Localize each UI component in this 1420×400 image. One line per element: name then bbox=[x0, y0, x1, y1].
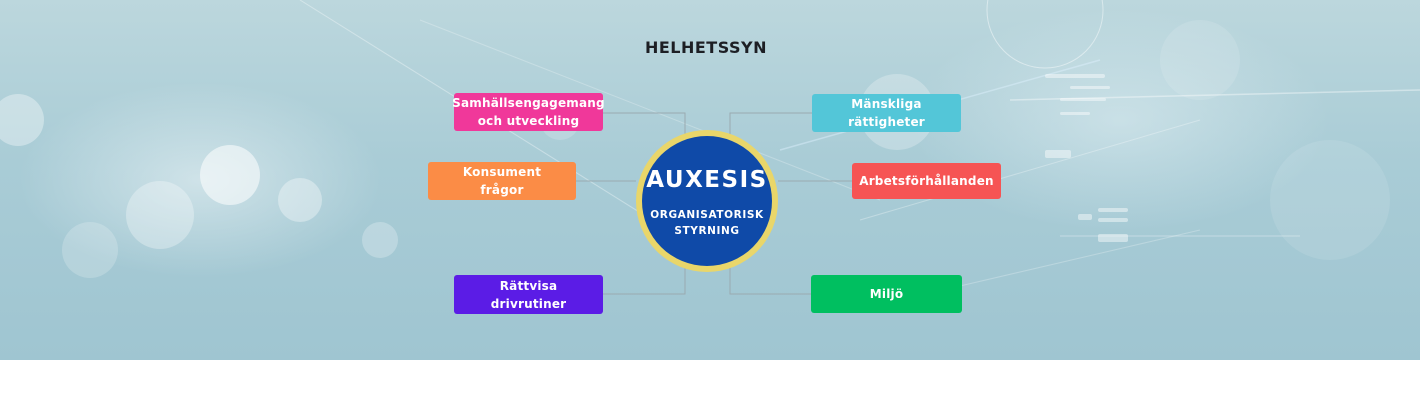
node-label: Rättvisa drivrutiner bbox=[490, 278, 567, 311]
center-circle-inner: AUXESIS ORGANISATORISK STYRNING bbox=[642, 136, 772, 266]
center-circle: AUXESIS ORGANISATORISK STYRNING bbox=[636, 130, 778, 272]
node-label: Arbetsförhållanden bbox=[859, 174, 994, 188]
node-arbetsforhallanden: Arbetsförhållanden bbox=[852, 163, 1001, 199]
diagram-title: HELHETSSYN bbox=[644, 38, 768, 57]
brand-name: AUXESIS bbox=[646, 167, 768, 193]
node-manskliga-rattigheter: Mänskliga rättigheter bbox=[812, 94, 961, 132]
brand-subtitle: ORGANISATORISK STYRNING bbox=[650, 209, 764, 237]
node-label: Samhällsengagemang och utveckling bbox=[452, 96, 605, 128]
node-samhallsengagemang: Samhällsengagemang och utveckling bbox=[452, 93, 605, 131]
node-label: Konsument frågor bbox=[462, 165, 542, 197]
hero-banner: HELHETSSYN Samhällsengagemang och utveck… bbox=[0, 0, 1420, 360]
node-label: Miljö bbox=[869, 287, 904, 301]
node-konsumentfragor: Konsument frågor bbox=[428, 162, 576, 200]
node-miljo: Miljö bbox=[811, 275, 962, 313]
node-rattvisa-drivrutiner: Rättvisa drivrutiner bbox=[454, 275, 603, 314]
node-label: Mänskliga rättigheter bbox=[848, 97, 925, 129]
